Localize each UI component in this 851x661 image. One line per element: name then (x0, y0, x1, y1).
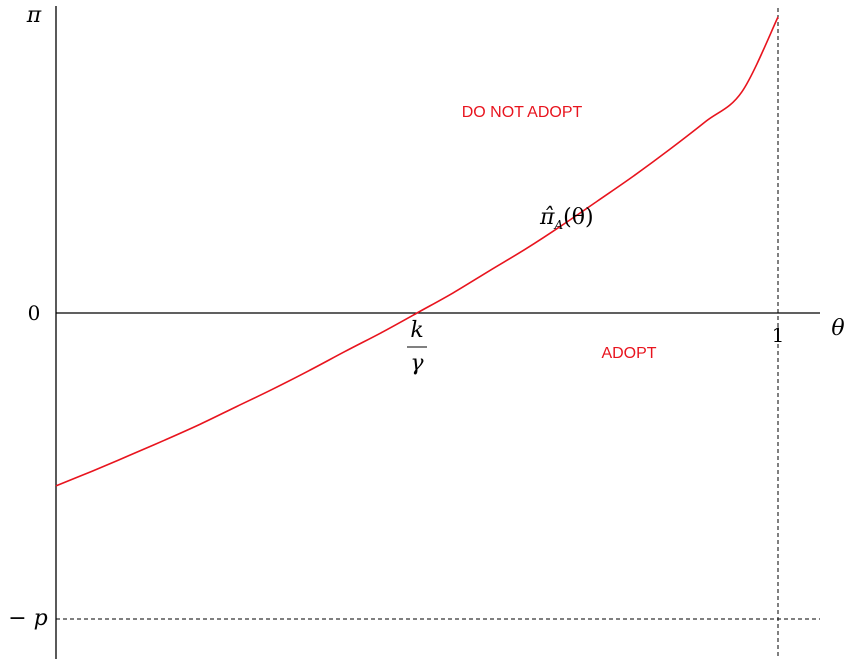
y-tick-label-minus-p: − p (8, 606, 48, 631)
x-tick-label-threshold: k γ (407, 318, 427, 376)
series-label-pi-hat-a: π̂A(θ) (539, 205, 594, 232)
threshold-numerator: k (410, 318, 423, 343)
annotation-adopt: ADOPT (601, 345, 656, 362)
series-line-pi-hat-a (55, 16, 779, 487)
annotation-do-not-adopt: DO NOT ADOPT (462, 104, 583, 121)
x-tick-label-one: 1 (772, 323, 785, 347)
y-tick-label-zero: 0 (28, 301, 41, 325)
x-axis-label: θ (831, 316, 844, 341)
y-axis-label: π (26, 3, 42, 28)
threshold-denominator: γ (410, 351, 424, 376)
series-label-argument: (θ) (563, 205, 593, 230)
series-label-base: π̂ (539, 205, 555, 230)
series-label-subscript: A (553, 218, 563, 232)
